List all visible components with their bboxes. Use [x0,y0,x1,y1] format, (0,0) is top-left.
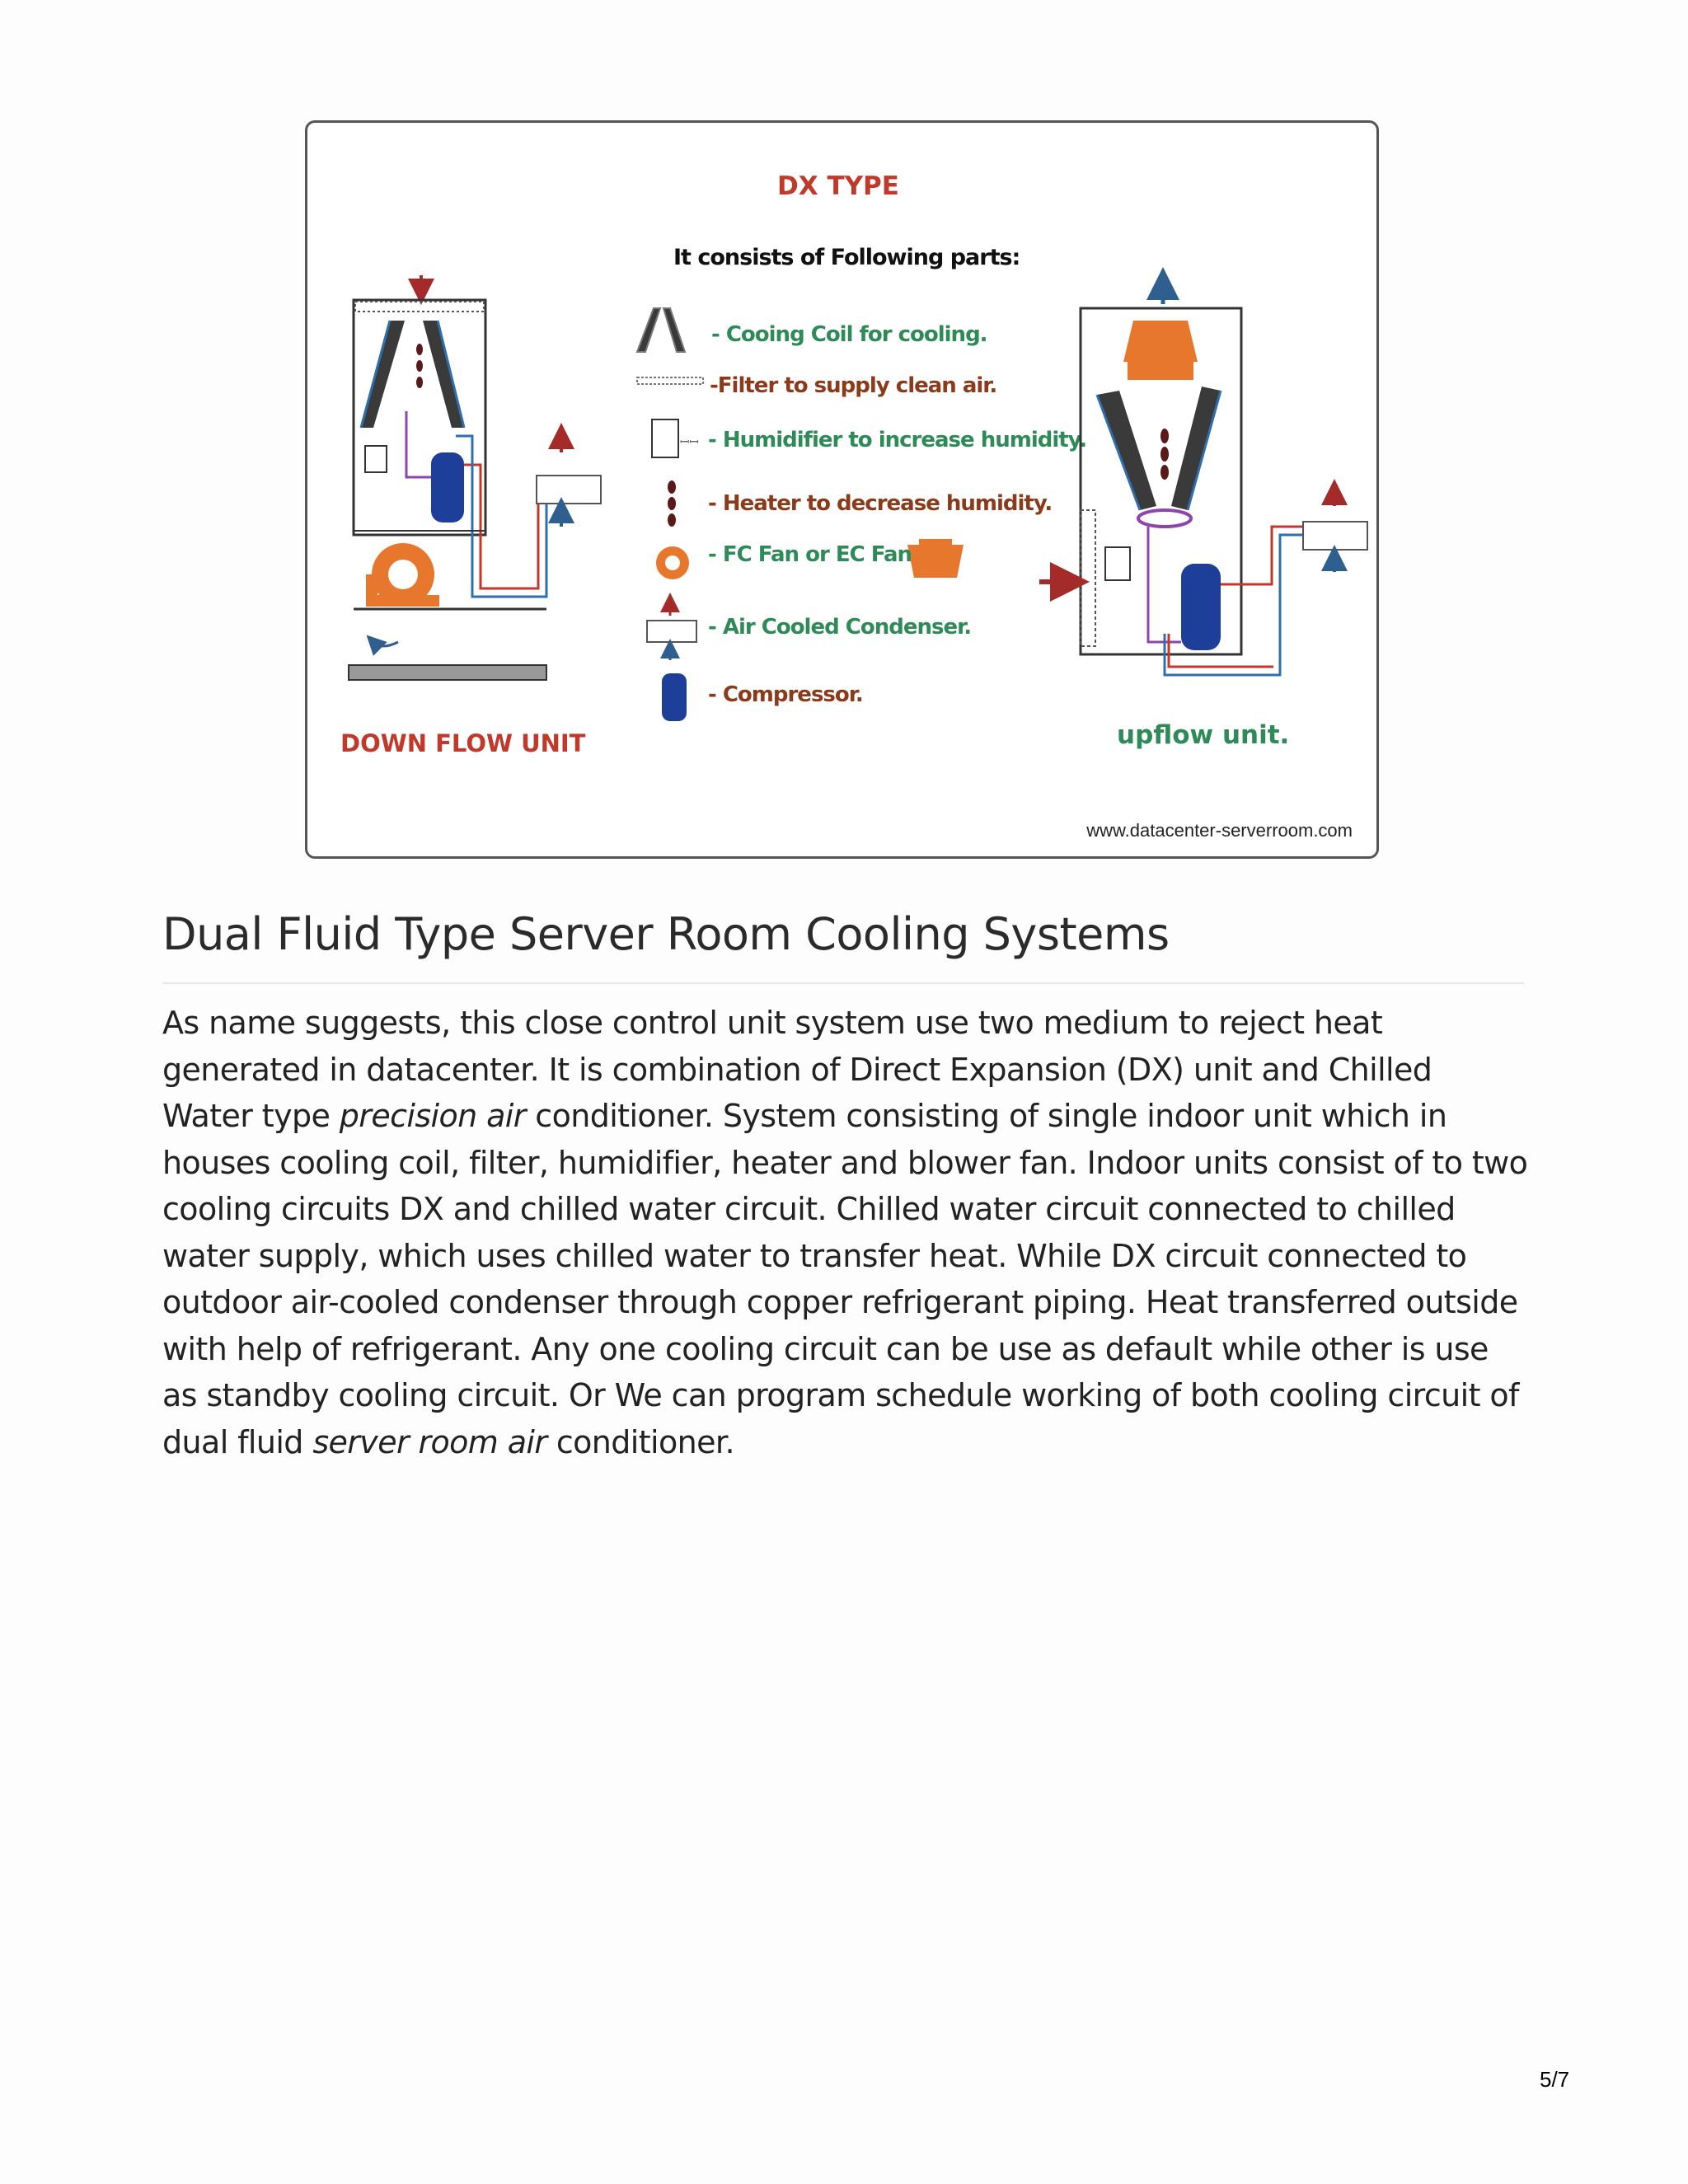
heater-icon [668,480,676,527]
figure-title: DX TYPE [777,171,899,201]
part-condenser: - Air Cooled Condenser. [708,615,971,640]
part-heater: - Heater to decrease humidity. [708,491,1052,516]
downflow-unit-label: DOWN FLOW UNIT [340,729,586,757]
part-compressor: - Compressor. [708,682,863,707]
section-body: As name suggests, this close control uni… [162,1000,1531,1465]
dx-type-figure: DX TYPE It consists of Following parts: [305,120,1379,859]
parts-legend: - Cooing Coil for cooling. -Filter to su… [635,307,1087,721]
part-cooling-coil: - Cooing Coil for cooling. [711,322,987,347]
figure-subtitle: It consists of Following parts: [673,245,1020,270]
upflow-unit-label: upflow unit. [1117,720,1289,750]
humidifier-icon: ꟷꟷ [651,419,699,458]
cooling-coil-icon [635,307,687,353]
part-filter: -Filter to supply clean air. [710,373,996,398]
part-fan: - FC Fan or EC Fan [708,542,912,567]
page-number: 5/7 [1540,2067,1570,2092]
part-humidifier: - Humidifier to increase humidity. [708,428,1086,452]
svg-text:ꟷꟷ: ꟷꟷ [680,436,699,449]
body-emphasis-2: server room air [312,1423,547,1460]
upflow-unit-drawing [1039,267,1368,677]
fan-icon [656,539,964,579]
body-text-part-3: conditioner. [546,1423,735,1460]
dx-type-diagram: DX TYPE It consists of Following parts: [340,171,1368,841]
body-emphasis-1: precision air [339,1098,527,1134]
body-text-part-1: As name suggests, this close control uni… [162,1005,1432,1134]
title-divider [162,982,1524,984]
condenser-icon [646,593,697,660]
section-title: Dual Fluid Type Server Room Cooling Syst… [162,908,1170,960]
downflow-unit-drawing [348,275,602,681]
body-text-part-2: conditioner. System consisting of single… [162,1098,1528,1460]
source-url: www.datacenter-serverroom.com [1085,820,1353,841]
filter-icon [636,377,704,385]
compressor-icon [662,673,687,721]
